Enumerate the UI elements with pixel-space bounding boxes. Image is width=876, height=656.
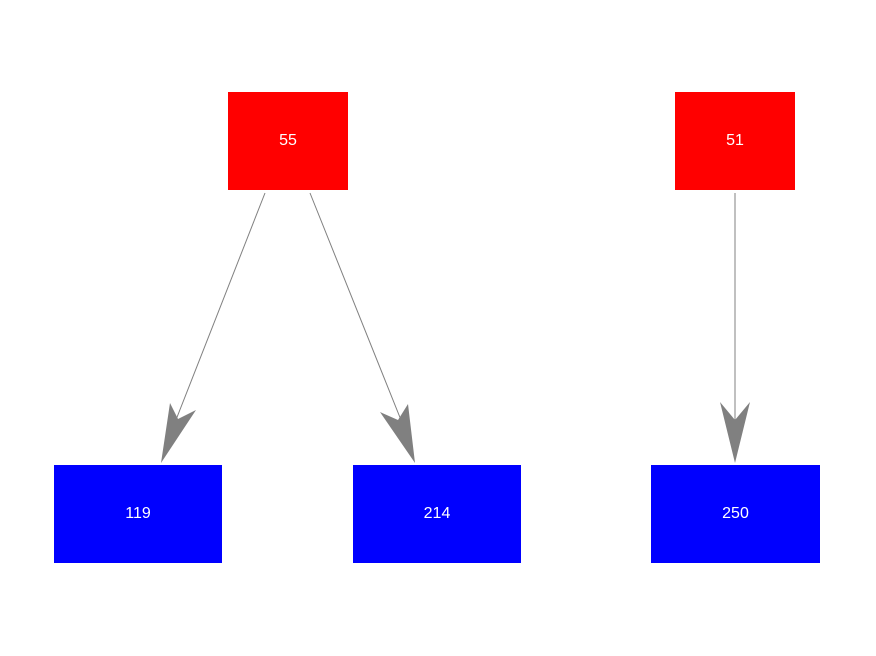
node-label: 51 [726, 132, 744, 149]
edge-55-to-119 [161, 192, 266, 463]
edge-line [309, 192, 406, 431]
arrowhead-icon [380, 404, 415, 463]
node-label: 214 [423, 505, 451, 522]
parent-node-51[interactable]: 51 [675, 92, 795, 190]
edge-51-to-250 [720, 193, 750, 463]
child-node-214[interactable]: 214 [353, 465, 521, 563]
edge-55-to-214 [309, 192, 415, 463]
node-label: 119 [125, 505, 151, 522]
arrowhead-icon [720, 402, 750, 463]
node-label: 250 [722, 505, 749, 522]
child-node-119[interactable]: 119 [54, 465, 222, 563]
arrowhead-icon [161, 403, 196, 463]
edge-line [171, 192, 266, 431]
parent-node-55[interactable]: 55 [228, 92, 348, 190]
node-label: 55 [279, 132, 297, 149]
child-node-250[interactable]: 250 [651, 465, 820, 563]
